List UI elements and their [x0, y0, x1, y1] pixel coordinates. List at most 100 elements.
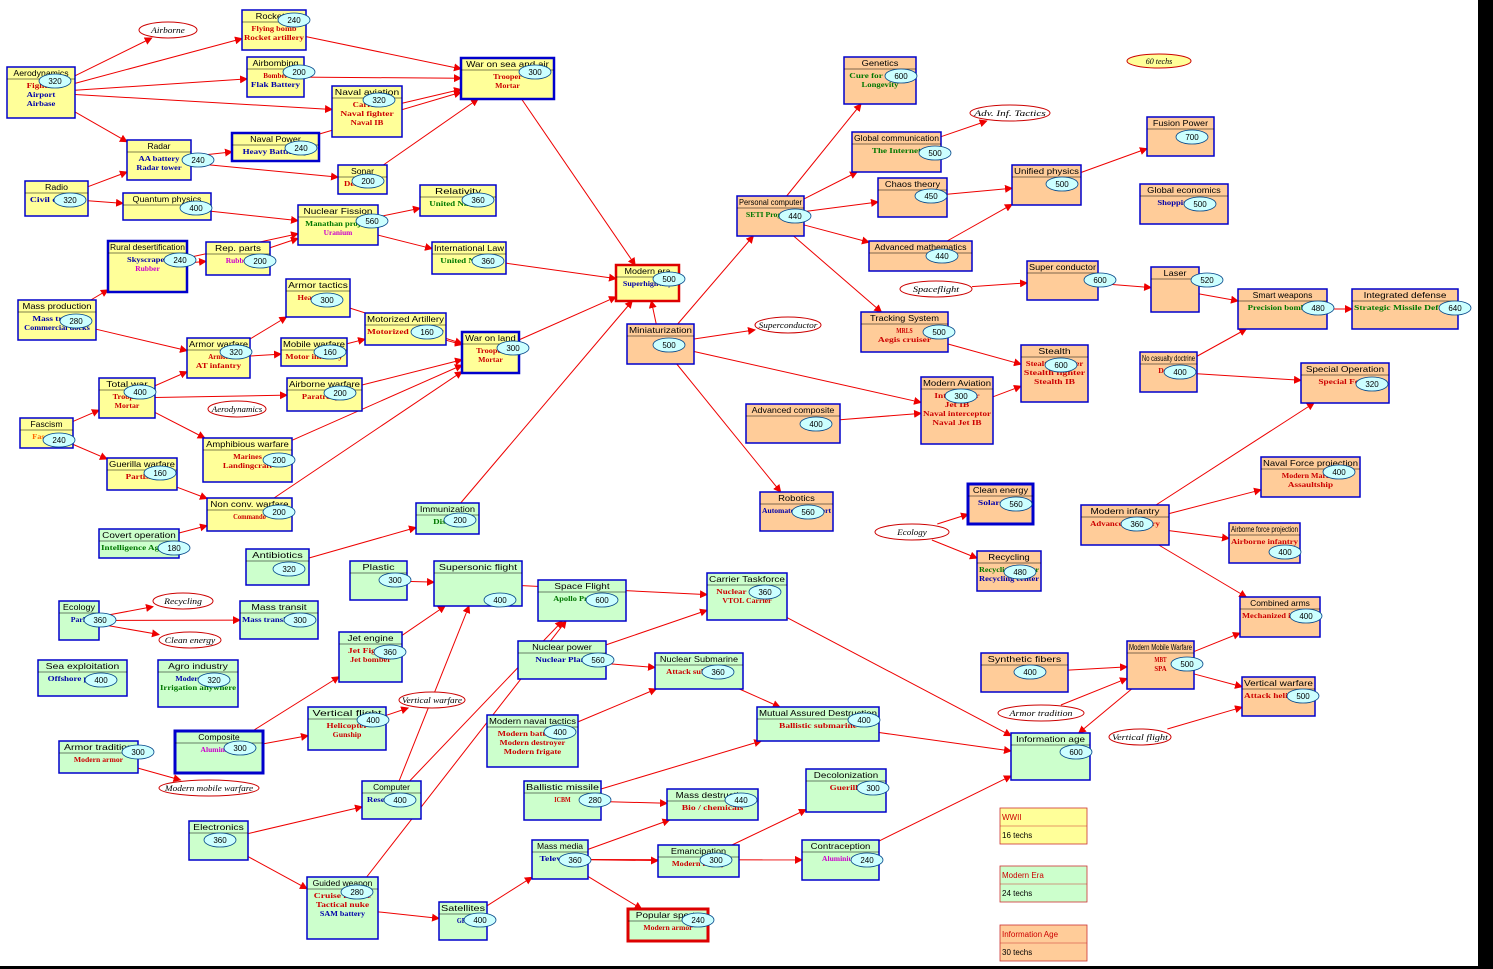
tech-node-immun[interactable]: ImmunizationDisease200 — [415, 502, 480, 535]
concept-c_vertflight[interactable]: Vertical flight — [1108, 728, 1172, 746]
concept-c_ecology[interactable]: Ecology — [874, 523, 950, 541]
tech-node-sonar[interactable]: SonarDestroyer200 — [337, 164, 388, 195]
concept-c_spaceflight[interactable]: Spaceflight — [899, 280, 973, 298]
concept-c_recycling[interactable]: Recycling — [152, 592, 214, 610]
concept-c_advinf[interactable]: Adv. Inf. Tactics — [969, 104, 1051, 122]
concept-c_airborne[interactable]: Airborne — [138, 21, 198, 39]
tech-node-navalav[interactable]: Naval aviationCarrierNaval fighterNaval … — [331, 85, 403, 138]
concept-c_supercond[interactable]: Superconductor — [754, 316, 822, 334]
tech-node-computer[interactable]: ComputerResearch lab400 — [361, 780, 422, 820]
tech-node-fascism[interactable]: FascismFascism240 — [19, 417, 76, 449]
concept-c_aerodyn[interactable]: Aerodynamics — [207, 400, 267, 418]
concept-c_cleanenergy[interactable]: Clean energy — [158, 631, 222, 649]
tech-node-totalwar[interactable]: Total warTrooperMortar400 — [98, 377, 157, 419]
tech-node-massmedia[interactable]: Mass mediaTelevision360 — [531, 839, 592, 880]
concept-c_modmobile[interactable]: Modern mobile warfare — [158, 779, 260, 797]
tech-node-nocas[interactable]: No casualty doctrineDrone400 — [1139, 351, 1198, 393]
concept-c_armortrad[interactable]: Armor tradition — [997, 704, 1085, 722]
concept-c_vertwar[interactable]: Vertical warfare — [398, 691, 466, 709]
